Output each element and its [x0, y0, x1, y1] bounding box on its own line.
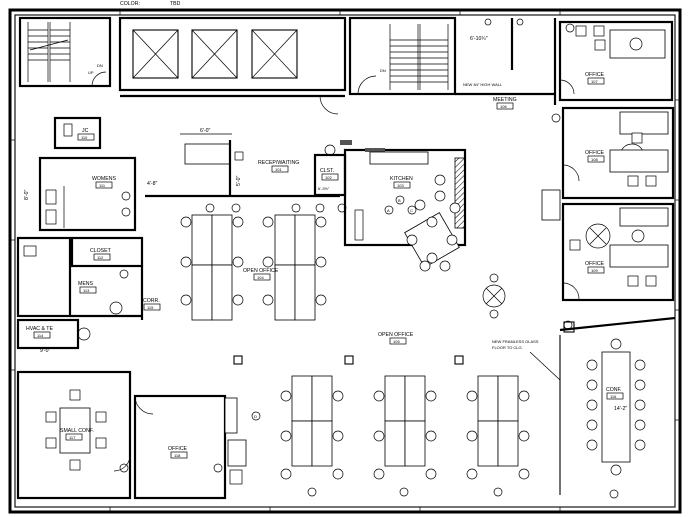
open-office-105: OPEN OFFICE 105 [280, 332, 530, 480]
room-clst-name: CLST. [320, 168, 334, 174]
kitchen: KITCHEN 103 [340, 140, 467, 272]
room-open-office-104-name: OPEN OFFICE [243, 268, 279, 274]
key-d: D [254, 414, 257, 419]
room-closet-name: CLOSET [90, 248, 112, 254]
room-small-conf-name: SMALL CONF. [60, 428, 94, 434]
office-109: OFFICE 109 [541, 189, 675, 302]
room-office-107-num: 107 [591, 79, 598, 84]
note-glass-1: NEW FRAMLESS GLASS [492, 339, 539, 344]
header-color-label: COLOR: [120, 1, 140, 7]
key-a: A [387, 208, 390, 213]
room-corr-num: 115 [147, 305, 154, 310]
small-conf-117: SMALL CONF. 117 [16, 370, 132, 500]
room-small-conf-num: 117 [69, 435, 76, 440]
room-closet-num: 112 [97, 255, 104, 260]
exterior-walls [8, 8, 682, 514]
dim-clst-width: 6'-3½" [318, 186, 330, 191]
office-108: OFFICE 108 [561, 106, 675, 200]
meeting-area: 6'-10¼" NEW 84" HIGH WALL MEETING 106 [455, 18, 557, 110]
room-mens-num: 113 [83, 288, 90, 293]
office-118: OFFICE 118 [133, 394, 247, 500]
closet-room: CLOSET 112 [70, 236, 144, 268]
room-open-office-105-num: 105 [393, 339, 400, 344]
stair2-dn-label: DN [380, 68, 386, 73]
room-jc-name: JC [82, 128, 89, 134]
hvac-room: HVAC & TE 114 9'-0" [16, 318, 91, 354]
room-meeting-name: MEETING [493, 97, 517, 103]
open-office-104: OPEN OFFICE 104 [180, 214, 575, 365]
office-107: OFFICE 107 [558, 20, 674, 102]
note-glass-2: FLOOR TO CLG. [492, 345, 523, 350]
elevator-bank [118, 16, 347, 98]
room-office-108-name: OFFICE [585, 150, 605, 156]
stair-left: DN UP [18, 16, 112, 88]
room-clst-num: 102 [325, 175, 332, 180]
stair-right: DN [319, 16, 457, 115]
room-kitchen-name: KITCHEN [390, 176, 413, 182]
room-office-109-num: 109 [591, 268, 598, 273]
jc-room: JC 110 [53, 116, 102, 150]
stair-dn-label: DN [97, 63, 103, 68]
key-markers: A B C D [251, 195, 417, 421]
key-c: C [410, 208, 413, 213]
room-office-109-name: OFFICE [585, 261, 605, 267]
room-hvac-name: HVAC & TE [26, 326, 53, 332]
room-open-office-105-name: OPEN OFFICE [378, 332, 414, 338]
dim-womens-height: 8'-0" [24, 190, 30, 200]
room-womens-name: WOMENS [92, 176, 116, 182]
room-conf-num: 116 [610, 394, 617, 399]
room-reception-num: 101 [275, 167, 282, 172]
header-tbd-label: TBD [170, 1, 181, 7]
conf-116: NEW FRAMLESS GLASS FLOOR TO CLG. CONF. 1… [492, 316, 676, 495]
room-office-118-name: OFFICE [168, 446, 188, 452]
room-mens-name: MENS [78, 281, 94, 287]
dim-reception-depth: 5'-0" [236, 176, 242, 186]
room-conf-name: CONF. [606, 387, 622, 393]
dim-hvac-width: 9'-0" [40, 348, 50, 354]
room-reception-name: RECEP/WAITING [258, 160, 299, 166]
room-hvac-num: 114 [37, 333, 44, 338]
key-b: B [398, 198, 401, 203]
section-markers [119, 23, 619, 499]
womens-room: WOMENS 111 8'-0" [24, 156, 137, 232]
room-office-107-name: OFFICE [585, 72, 605, 78]
note-new-wall: NEW 84" HIGH WALL [463, 82, 503, 87]
room-office-108-num: 108 [591, 157, 598, 162]
dim-reception-desk: 6'-0" [200, 128, 210, 134]
dim-reception-width: 4'-8" [147, 181, 157, 187]
dim-meeting-width: 6'-10¼" [470, 36, 488, 42]
room-womens-num: 111 [99, 183, 106, 188]
room-corr-name: CORR. [143, 298, 160, 304]
corr-area: CORR. 115 [70, 266, 161, 320]
reception-area: 6'-0" 4'-8" 5'-0" RECEP/WAITING 101 [145, 128, 340, 198]
dim-conf-length: 14'-2" [614, 406, 627, 412]
closet-102: CLST. 102 6'-3½" [313, 144, 347, 197]
room-office-118-num: 118 [174, 453, 181, 458]
room-meeting-num: 106 [500, 104, 507, 109]
stair-up-label: UP [88, 70, 94, 75]
room-jc-num: 110 [81, 135, 88, 140]
room-open-office-104-num: 104 [257, 275, 264, 280]
mens-room: MENS 113 [16, 236, 129, 318]
room-kitchen-num: 103 [397, 183, 404, 188]
